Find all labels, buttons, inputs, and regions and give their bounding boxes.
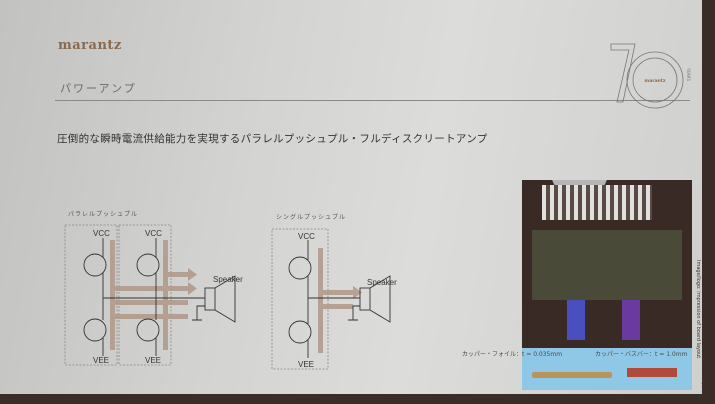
anniversary-logo: marantz YEARS <box>610 43 691 109</box>
diagram-label-single: シングルプッシュプル <box>276 214 347 221</box>
vcc-label: VCC <box>298 232 315 241</box>
svg-text:marantz: marantz <box>645 78 666 84</box>
caption-copper-busbar: カッパー・バスバー：t = 1.0mm <box>595 351 688 358</box>
years-text: YEARS <box>686 67 691 81</box>
diagram-label-parallel: パラレルプッシュプル <box>68 211 139 218</box>
headline: 圧倒的な瞬時電流供給能力を実現するパラレルプッシュプル・フルディスクリートアンプ <box>57 133 488 145</box>
speaker-label: Speaker <box>213 275 243 284</box>
divider <box>55 100 690 101</box>
side-note: Image/logo: impression of board layout <box>695 260 701 359</box>
vee-label: VEE <box>93 356 109 365</box>
speaker-label: Speaker <box>367 278 397 287</box>
vee-label: VEE <box>145 356 161 365</box>
circuit-diagrams: VCC VCC VEE VEE Speaker VCC VEE Speaker <box>64 224 397 370</box>
amplifier-board-photo <box>522 180 692 390</box>
vcc-label: VCC <box>145 229 162 238</box>
page-number: 13 <box>701 383 708 389</box>
vee-label: VEE <box>298 360 314 369</box>
caption-copper-foil: カッパー・フォイル：t = 0.035mm <box>462 351 563 358</box>
vcc-label: VCC <box>93 229 110 238</box>
section-title: パワーアンプ <box>60 82 137 95</box>
brand-logo: marantz <box>58 38 122 53</box>
slide: marantz パワーアンプ marantz YEARS 圧倒的な瞬時電流供給能… <box>0 0 707 394</box>
